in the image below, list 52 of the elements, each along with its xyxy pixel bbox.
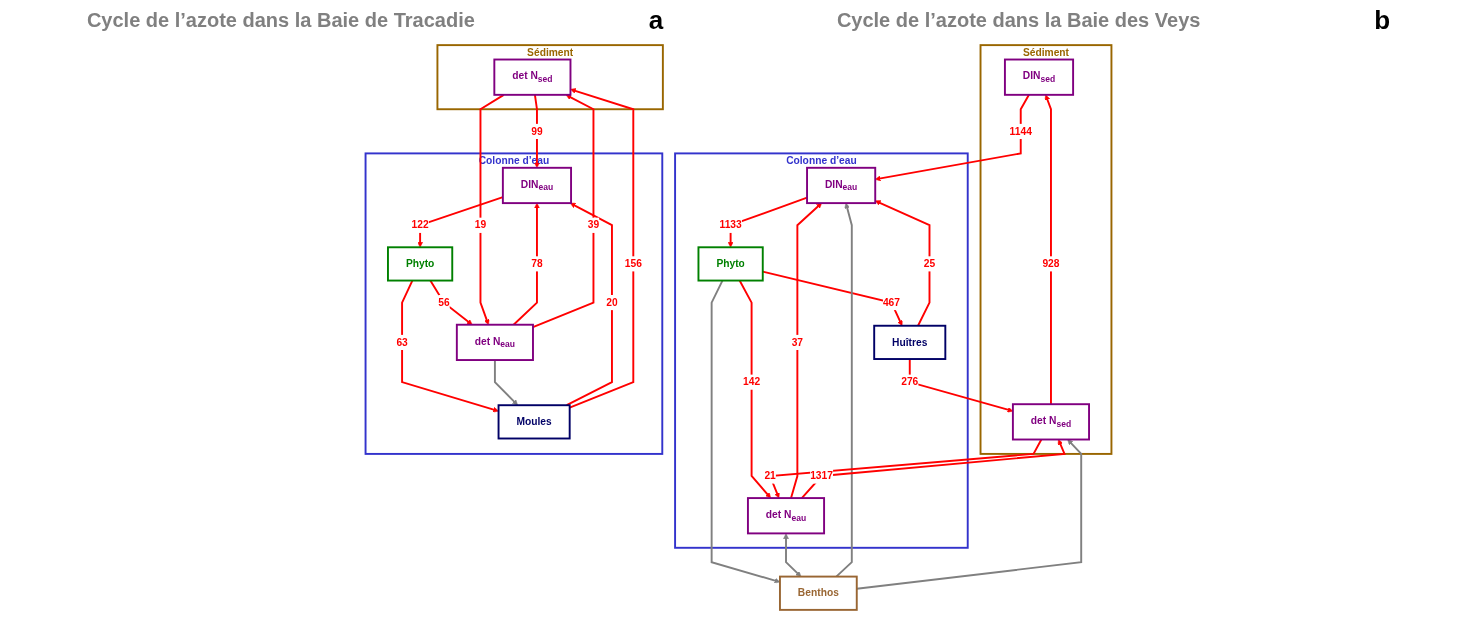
node-box: Phyto xyxy=(697,246,764,282)
node-box: Benthos xyxy=(779,575,858,611)
edge-label: 63 xyxy=(396,336,408,348)
node-box: DIN$_{sed}$ xyxy=(1003,58,1075,96)
edge-label: 21 xyxy=(764,470,776,482)
arrow xyxy=(512,202,540,326)
edge-label: 1317 xyxy=(810,470,833,482)
arrow xyxy=(401,279,499,413)
arrow xyxy=(479,93,505,325)
edge-label: 1133 xyxy=(719,219,742,231)
arrow xyxy=(738,279,771,499)
arrow xyxy=(493,359,518,406)
node-box: Huîtres xyxy=(873,324,947,360)
node-box: Moules xyxy=(497,404,571,440)
edge-label: 56 xyxy=(438,296,450,308)
panel-letter: a xyxy=(648,4,664,36)
edge-label: 25 xyxy=(923,258,936,270)
arrow xyxy=(875,93,1030,182)
panel-title: Cycle de l’azote dans la Baie de Tracadie xyxy=(86,8,475,32)
edge-label: 19 xyxy=(474,219,487,231)
edge-label: 467 xyxy=(882,296,900,308)
arrow xyxy=(835,202,853,578)
node-box: DIN$_{eau}$ xyxy=(806,166,877,205)
arrow xyxy=(783,533,802,577)
edge-label: 276 xyxy=(901,376,919,388)
edge-label: 1144 xyxy=(1009,125,1032,137)
node-box: det N$_{sed}$ xyxy=(1011,403,1090,441)
edge-label: 122 xyxy=(411,219,429,231)
arrow xyxy=(533,93,540,169)
arrow xyxy=(565,202,613,407)
node-box: det N$_{sed}$ xyxy=(493,58,572,96)
panel-letter: b xyxy=(1374,4,1391,36)
edge-label: 156 xyxy=(624,258,642,270)
edge-label: 78 xyxy=(531,258,543,270)
node-box: Phyto xyxy=(387,246,454,282)
arrow xyxy=(1044,94,1052,406)
edge-label: 37 xyxy=(791,336,804,348)
arrow xyxy=(875,200,931,327)
node-box: det N$_{eau}$ xyxy=(455,323,534,361)
edge-label: 928 xyxy=(1042,258,1060,270)
edge-label: 39 xyxy=(587,219,600,231)
edge-label: 99 xyxy=(531,125,543,137)
arrow xyxy=(800,439,1066,500)
node-box: det N$_{eau}$ xyxy=(746,497,826,535)
node-box: DIN$_{eau}$ xyxy=(501,166,572,205)
arrow xyxy=(532,94,595,328)
arrow xyxy=(790,202,822,500)
arrow xyxy=(429,279,473,325)
panel-title: Cycle de l’azote dans la Baie des Veys xyxy=(836,8,1201,32)
edge-label: 20 xyxy=(606,296,618,308)
arrow xyxy=(727,196,808,248)
edge-label: 142 xyxy=(743,376,761,388)
